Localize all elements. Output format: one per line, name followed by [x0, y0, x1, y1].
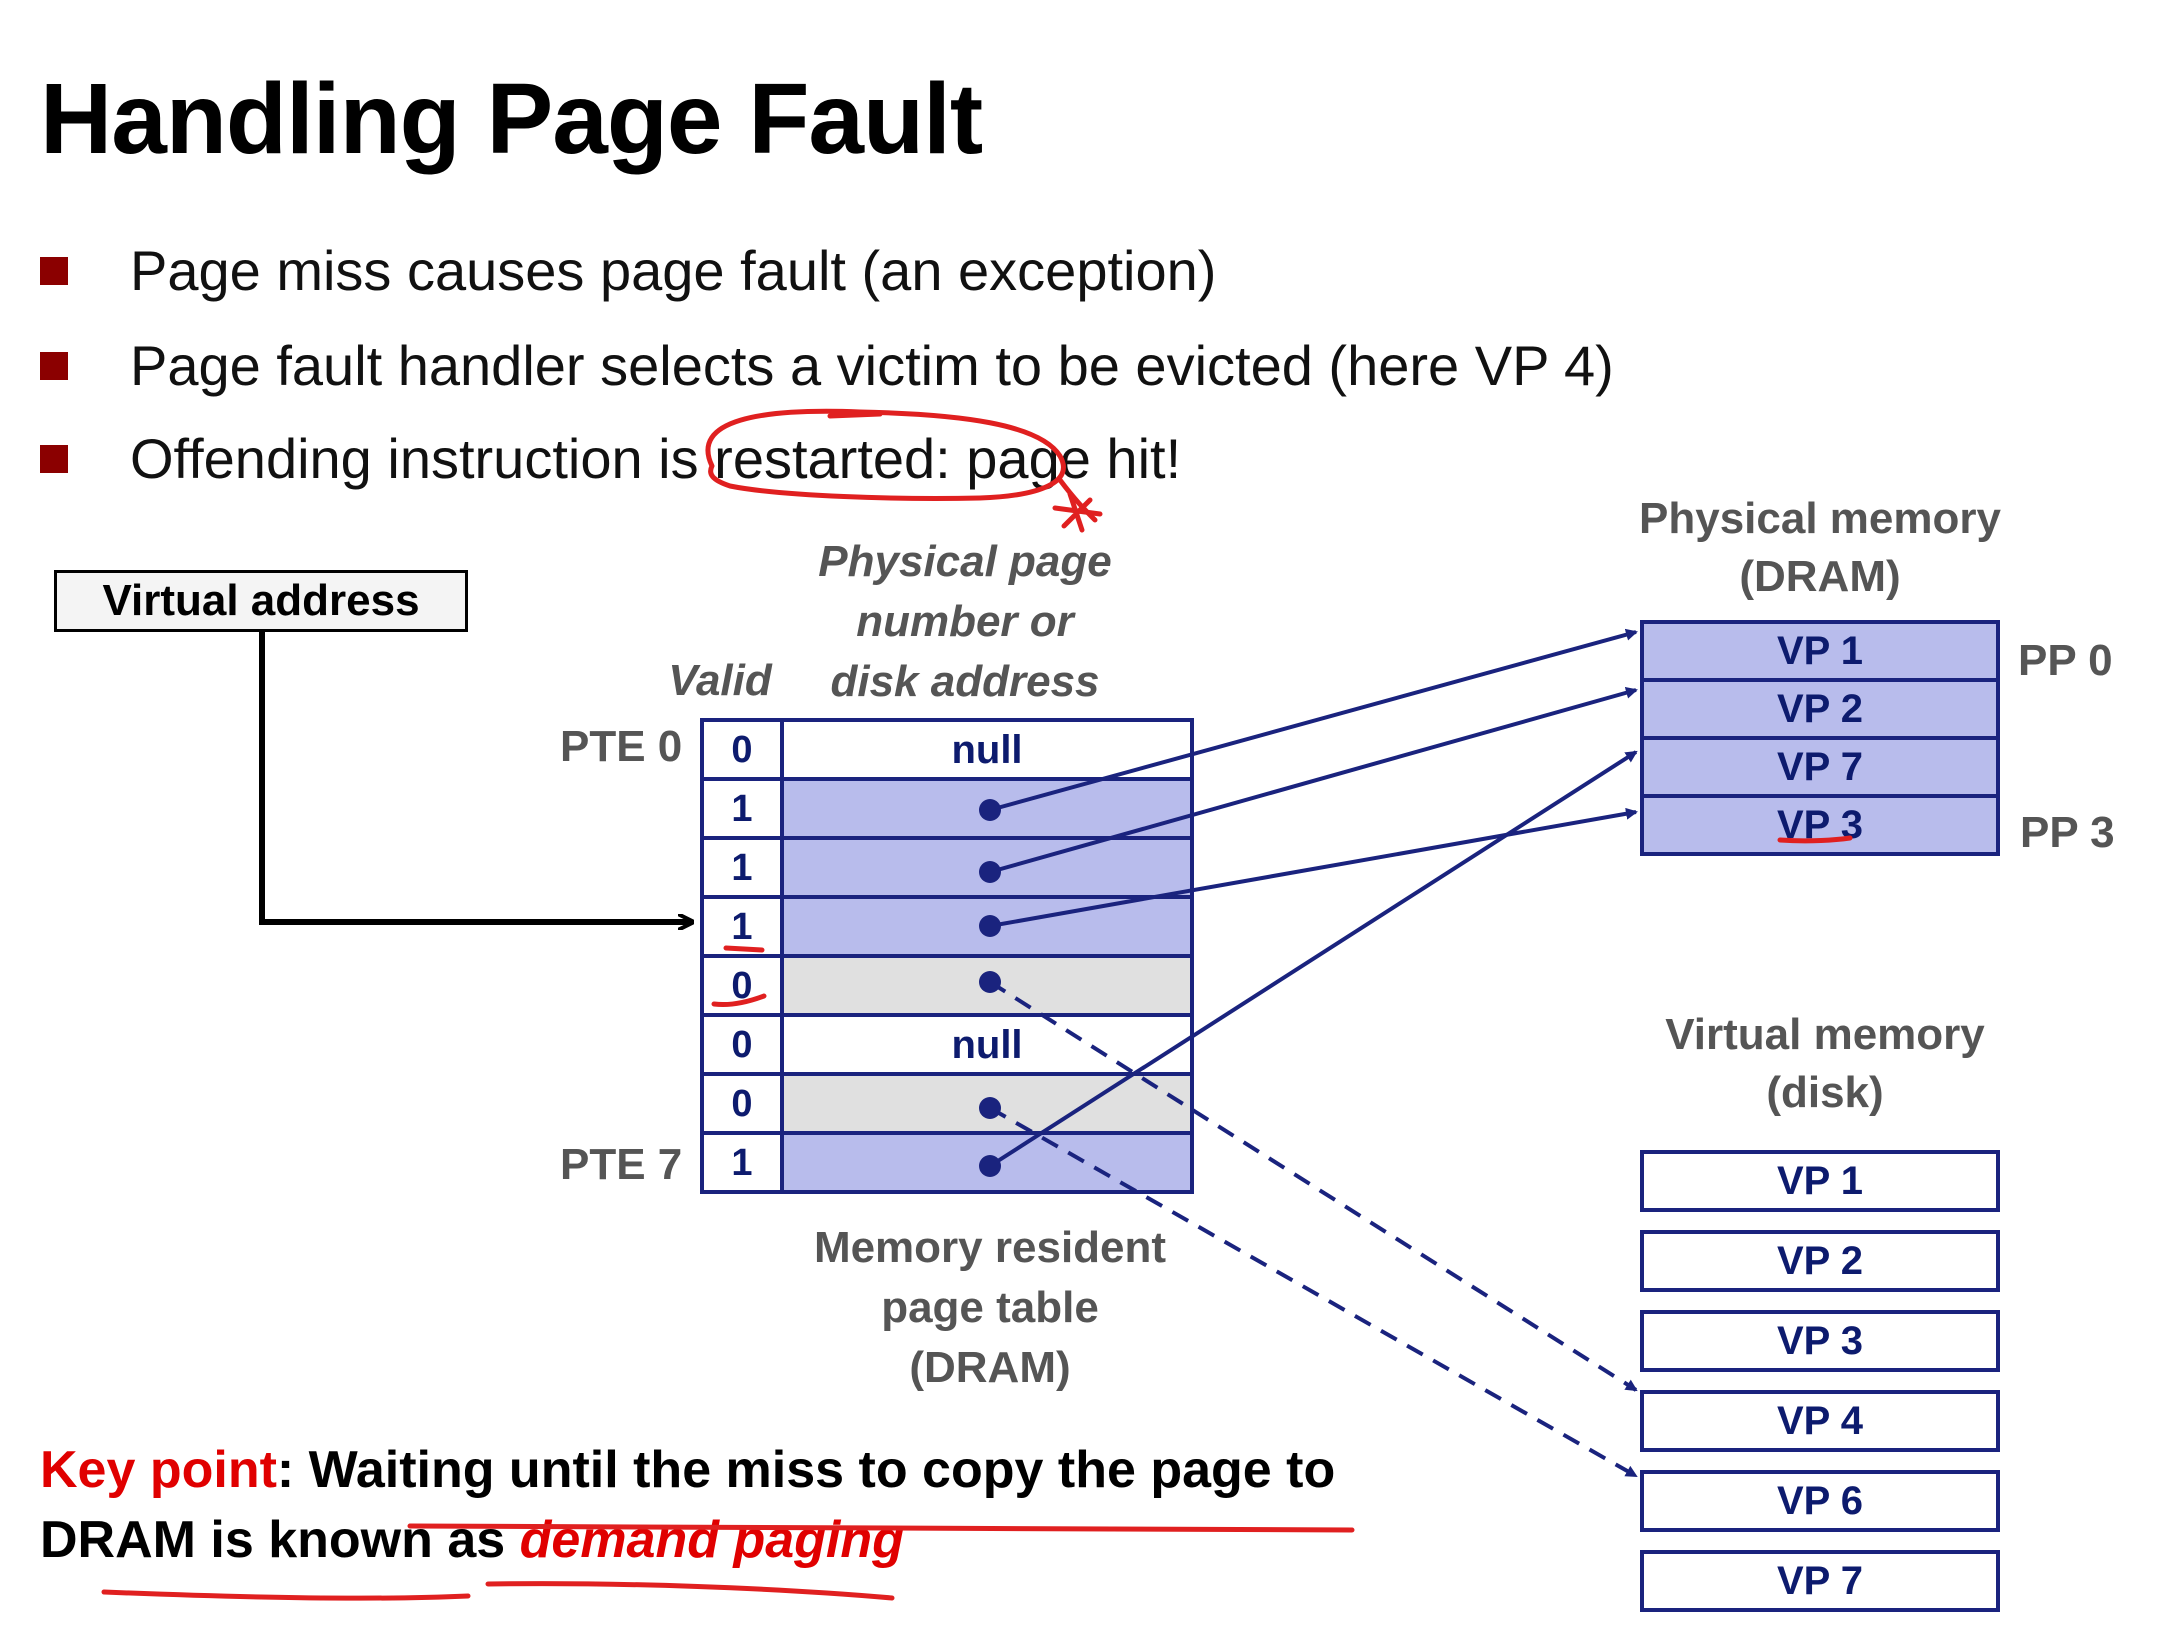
bullet-text: Page miss causes page fault (an exceptio… — [130, 239, 1217, 302]
disk-page-slot: VP 1 — [1640, 1150, 2000, 1212]
key-point-term: demand paging — [519, 1511, 904, 1569]
key-point-text: : Waiting until the miss to copy the pag… — [276, 1441, 1336, 1499]
key-point-text: DRAM is known as — [40, 1511, 520, 1569]
virtual-memory-title: Virtual memory (disk) — [1620, 1006, 2030, 1122]
page-table-caption: Memory resident page table (DRAM) — [780, 1218, 1200, 1398]
pte2-to-pp1-arrow — [989, 686, 1638, 874]
disk-page-slot: VP 2 — [1640, 1230, 2000, 1292]
disk-page-slot: VP 7 — [1640, 1550, 2000, 1612]
pp-last-label: PP 3 — [2020, 808, 2115, 857]
bullet-square-icon — [40, 352, 68, 381]
bullet-text: Offending instruction is restarted: page… — [130, 427, 1182, 490]
bullet-square-icon — [40, 445, 68, 474]
pte-valid-bit: 1 — [700, 836, 784, 899]
title-line: Physical memory — [1639, 494, 2001, 543]
physical-page-slot: VP 3 — [1640, 794, 2000, 856]
key-point-line1: Key point: Waiting until the miss to cop… — [40, 1440, 1335, 1500]
disk-page-slot: VP 3 — [1640, 1310, 2000, 1372]
ppn-header-line: Physical page — [818, 537, 1112, 586]
disk-page-slot: VP 6 — [1640, 1470, 2000, 1532]
pte7-to-pp2-arrow — [988, 750, 1638, 1168]
title-line: (disk) — [1766, 1068, 1884, 1117]
ppn-header-line: disk address — [830, 657, 1100, 706]
disk-page-slot: VP 4 — [1640, 1390, 2000, 1452]
caption-line: (DRAM) — [909, 1343, 1071, 1392]
bullet-square-icon — [40, 257, 68, 286]
ppn-header: Physical page number or disk address — [780, 532, 1150, 712]
pte-valid-bit: 0 — [700, 718, 784, 781]
pte4-to-disk-arrow — [988, 980, 1638, 1392]
physical-page-slot: VP 2 — [1640, 678, 2000, 740]
bullet-text: Page fault handler selects a victim to b… — [130, 334, 1614, 397]
handwritten-annotations — [101, 408, 1853, 1601]
pte1-to-pp0-arrow — [989, 628, 1638, 812]
pte-valid-bit: 0 — [700, 1072, 784, 1135]
caption-line: Memory resident — [813, 1223, 1167, 1272]
slide-title: Handling Page Fault — [40, 63, 983, 175]
bullet-item: Offending instruction is restarted: page… — [40, 426, 1181, 491]
physical-memory-title: Physical memory (DRAM) — [1620, 490, 2020, 606]
title-line: (DRAM) — [1739, 552, 1901, 601]
virtual-address-arrow — [259, 632, 692, 922]
pte-dots — [979, 799, 1001, 1177]
caption-line: page table — [881, 1283, 1099, 1332]
virtual-address-label: Virtual address — [102, 576, 420, 625]
bullet-item: Page fault handler selects a victim to b… — [40, 333, 1614, 398]
ppn-header-line: number or — [856, 597, 1074, 646]
virtual-address-box: Virtual address — [54, 570, 468, 632]
pp-first-label: PP 0 — [2018, 636, 2113, 685]
pte3-to-pp3-arrow — [989, 807, 1638, 928]
pte-valid-bit: 1 — [700, 1131, 784, 1194]
valid-header: Valid — [668, 656, 772, 705]
bullet-item: Page miss causes page fault (an exceptio… — [40, 238, 1216, 303]
key-point-line2: DRAM is known as demand paging — [40, 1510, 904, 1570]
pte-last-label: PTE 7 — [560, 1140, 683, 1189]
title-line: Virtual memory — [1665, 1010, 1985, 1059]
key-point-label: Key point — [40, 1441, 277, 1499]
pte-first-label: PTE 0 — [560, 722, 683, 771]
pte6-to-disk-arrow — [989, 1106, 1638, 1478]
